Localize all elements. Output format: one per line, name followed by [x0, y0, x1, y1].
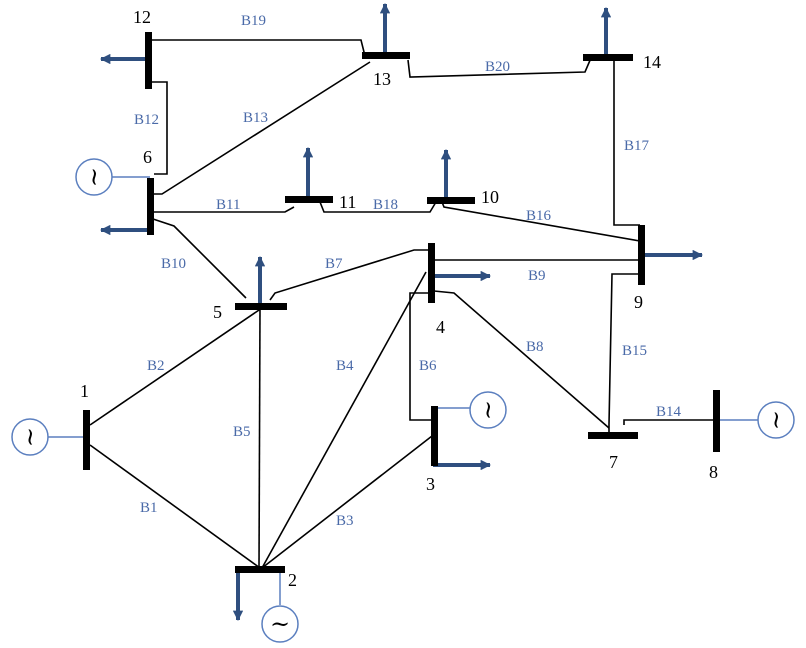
branch-label-b9: B9: [528, 268, 546, 284]
line-b11: [150, 206, 295, 213]
line-b13: [150, 61, 371, 195]
line-b2: [89, 307, 263, 426]
generators: ~ ~ ~ ~ ~: [11, 158, 795, 643]
ac-source-icon: [75, 158, 113, 196]
generator-symbol: ~: [80, 167, 108, 187]
bus-label: 6: [143, 147, 152, 167]
bus-label: 14: [643, 52, 661, 72]
branch-label-b7: B7: [325, 256, 343, 272]
bus-label: 12: [133, 7, 151, 27]
line-b12: [150, 81, 168, 175]
busbar-4: [428, 243, 435, 303]
branch-label-b10: B10: [161, 256, 186, 272]
line-b19: [150, 39, 366, 57]
branch-label-b1: B1: [140, 500, 158, 516]
bus-label: 8: [709, 462, 718, 482]
bus-label: 4: [436, 317, 445, 337]
busbar-7: [588, 432, 638, 439]
busbar-14: [583, 54, 633, 61]
ac-source-icon: [757, 401, 795, 439]
busbar-13: [362, 52, 410, 59]
bus-label: 3: [426, 474, 435, 494]
branch-label-b4: B4: [336, 358, 354, 374]
line-b18: [319, 201, 437, 213]
generator-bus-1: ~: [11, 418, 86, 456]
line-b17: [613, 58, 640, 226]
generator-symbol: ~: [762, 410, 790, 430]
line-b7: [269, 249, 432, 301]
bus-label: 9: [634, 292, 643, 312]
generator-symbol: ~: [16, 427, 44, 447]
bus-label: 2: [288, 570, 297, 590]
line-b4: [261, 271, 427, 569]
bus-label: 11: [339, 192, 356, 212]
branch-labels: B1 B2 B3 B4 B5 B6 B7 B8 B9 B10 B11 B12 B…: [134, 13, 682, 529]
busbar-10: [427, 197, 475, 204]
generator-bus-2: ~: [261, 570, 299, 643]
line-b3: [261, 435, 433, 569]
busbar-6: [147, 178, 154, 235]
line-b14: [623, 419, 716, 425]
busbar-12: [145, 32, 152, 89]
branch-label-b18: B18: [373, 197, 398, 213]
busbar-1: [83, 410, 90, 470]
bus-label: 7: [609, 452, 618, 472]
bus-label: 5: [213, 302, 222, 322]
line-b8: [433, 290, 610, 429]
bus-bars: [83, 32, 720, 573]
branch-label-b14: B14: [656, 404, 682, 420]
bus-label: 13: [373, 69, 391, 89]
branch-label-b8: B8: [526, 339, 544, 355]
branch-label-b11: B11: [216, 197, 240, 213]
busbar-3: [431, 406, 438, 466]
busbar-8: [713, 390, 720, 452]
line-b6: [409, 292, 434, 421]
generator-bus-3: ~: [436, 391, 507, 429]
line-b10: [149, 217, 247, 299]
branch-label-b15: B15: [622, 343, 647, 359]
generator-bus-8: ~: [716, 401, 795, 439]
branch-label-b19: B19: [241, 13, 266, 29]
line-b5: [258, 307, 261, 569]
branch-label-b13: B13: [243, 110, 268, 126]
branch-label-b12: B12: [134, 112, 159, 128]
branch-label-b16: B16: [526, 208, 552, 224]
branch-label-b2: B2: [147, 358, 165, 374]
busbar-9: [638, 225, 645, 285]
branch-label-b3: B3: [336, 513, 354, 529]
line-b20: [407, 57, 592, 78]
ac-source-icon: [261, 605, 299, 643]
busbar-11: [285, 196, 333, 203]
ac-source-icon: [469, 391, 507, 429]
load-arrows: [99, 2, 704, 622]
busbar-2: [235, 566, 285, 573]
busbar-5: [235, 303, 287, 310]
branch-label-b5: B5: [233, 424, 251, 440]
branch-label-b20: B20: [485, 59, 510, 75]
line-b1: [89, 444, 261, 569]
ac-source-icon: [11, 418, 49, 456]
generator-symbol: ~: [270, 610, 290, 638]
branch-lines: [89, 39, 716, 569]
generator-symbol: ~: [474, 400, 502, 420]
branch-label-b17: B17: [624, 138, 650, 154]
bus-label: 1: [80, 381, 89, 401]
bus-labels: 1 2 3 4 5 6 7 8 9 10 11 12 13 14: [80, 7, 718, 590]
line-b15: [608, 273, 640, 432]
branch-label-b6: B6: [419, 358, 437, 374]
generator-bus-6: ~: [75, 158, 150, 196]
bus-label: 10: [481, 187, 499, 207]
